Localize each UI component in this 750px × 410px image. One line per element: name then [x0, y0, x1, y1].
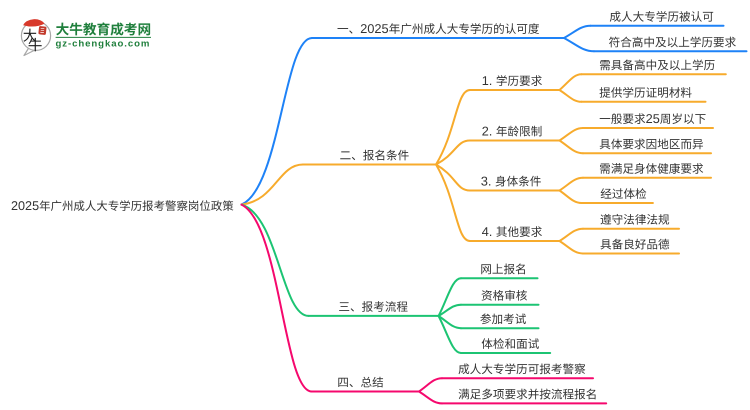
svg-text:gz-chengkao.com: gz-chengkao.com	[56, 38, 151, 49]
